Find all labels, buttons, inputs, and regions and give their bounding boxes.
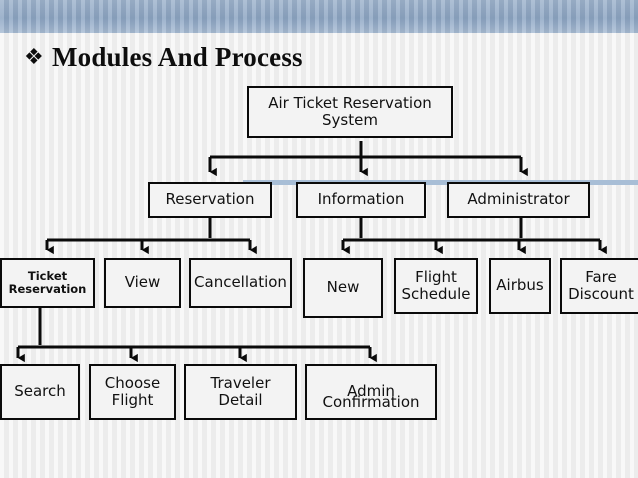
node-flight-schedule-label: Flight Schedule xyxy=(401,267,471,303)
node-airbus[interactable]: Airbus xyxy=(489,258,551,314)
node-admin-overlap-label: Admin xyxy=(347,382,395,400)
diamond-bullet-icon: ❖ xyxy=(24,45,44,70)
page-title: ❖ Modules And Process xyxy=(24,42,303,73)
node-cancellation[interactable]: Cancellation xyxy=(189,258,292,308)
node-fare-discount[interactable]: Fare Discount xyxy=(560,258,638,314)
node-search-label: Search xyxy=(14,382,66,401)
page-title-text: Modules And Process xyxy=(51,42,303,72)
node-information[interactable]: Information xyxy=(296,182,426,218)
node-search[interactable]: Search xyxy=(0,364,80,420)
node-root-label: Air Ticket Reservation System xyxy=(268,93,432,129)
accent-divider-line xyxy=(243,180,638,185)
node-reservation-label: Reservation xyxy=(165,190,255,209)
node-confirmation-label: Confirmation xyxy=(322,393,420,411)
node-information-label: Information xyxy=(317,190,405,209)
slide-header-bar xyxy=(0,0,638,33)
node-view[interactable]: View xyxy=(104,258,181,308)
node-choose-flight[interactable]: Choose Flight xyxy=(89,364,176,420)
node-reservation[interactable]: Reservation xyxy=(148,182,272,218)
node-confirmation[interactable]: Admin Confirmation xyxy=(305,364,437,420)
node-ticket-reservation[interactable]: Ticket Reservation xyxy=(0,258,95,308)
node-airbus-label: Airbus xyxy=(496,276,544,295)
node-traveler-detail-label: Traveler Detail xyxy=(210,373,271,409)
node-fare-discount-label: Fare Discount xyxy=(568,267,634,303)
node-administrator-label: Administrator xyxy=(467,190,570,209)
node-new-label: New xyxy=(326,278,360,297)
node-administrator[interactable]: Administrator xyxy=(447,182,590,218)
node-root[interactable]: Air Ticket Reservation System xyxy=(247,86,453,138)
node-flight-schedule[interactable]: Flight Schedule xyxy=(394,258,478,314)
node-ticket-reservation-label: Ticket Reservation xyxy=(8,268,87,296)
node-new[interactable]: New xyxy=(303,258,383,318)
node-traveler-detail[interactable]: Traveler Detail xyxy=(184,364,297,420)
node-choose-flight-label: Choose Flight xyxy=(104,373,161,409)
node-cancellation-label: Cancellation xyxy=(194,273,287,292)
node-view-label: View xyxy=(124,273,161,292)
